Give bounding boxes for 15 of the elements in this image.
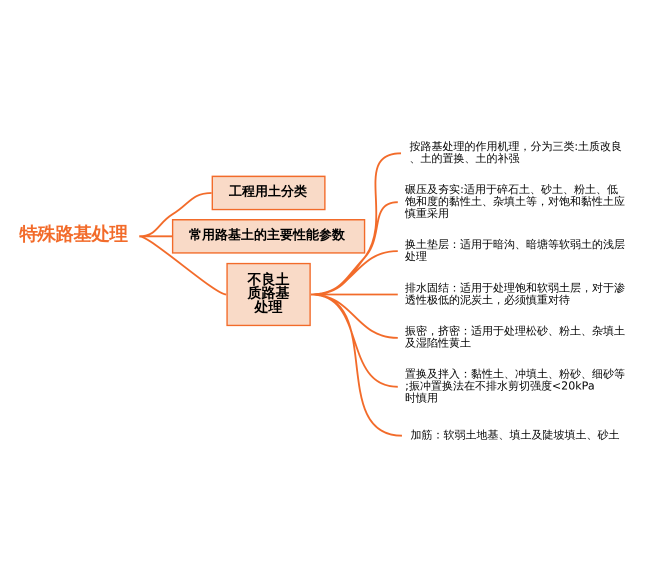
node-text: 加筋：软弱土地基、填土及陡坡填土、砂土: [410, 428, 620, 442]
connector: [139, 234, 226, 295]
node-box: 工程用土分类: [212, 175, 326, 210]
node-text: 按路基处理的作用机理，分为三类:土质改良、土的置换、土的补强: [409, 140, 622, 165]
node-text: 特殊路基处理: [19, 224, 128, 245]
node-box: 不良土质路基处理: [226, 262, 311, 326]
node-text: 振密，挤密：适用于处理松砂、粉土、杂填土及湿陷性黄土: [405, 324, 626, 350]
node-text: 换土垫层：适用于暗沟、暗塘等软弱土的浅层处理: [405, 237, 626, 262]
connector: [139, 192, 212, 237]
node-text: 置换及拌入：黏性土、冲填土、粉砂、细砂等;振冲置换法在不排水剪切强度<20kPa时慎用: [405, 367, 626, 404]
node-text: 排水固结：适用于处理饱和软弱土层，对于渗透性极低的泥炭土，必须慎重对待: [405, 280, 626, 306]
connector: [310, 293, 402, 436]
node-text: 碾压及夯实:适用于碎石土、砂土、粉土、低饱和度的黏性土、杂填土等，对饱和黏性土应慎重采用: [405, 182, 626, 220]
connector: [139, 234, 173, 237]
node-box: 常用路基土的主要性能参数: [172, 218, 366, 254]
